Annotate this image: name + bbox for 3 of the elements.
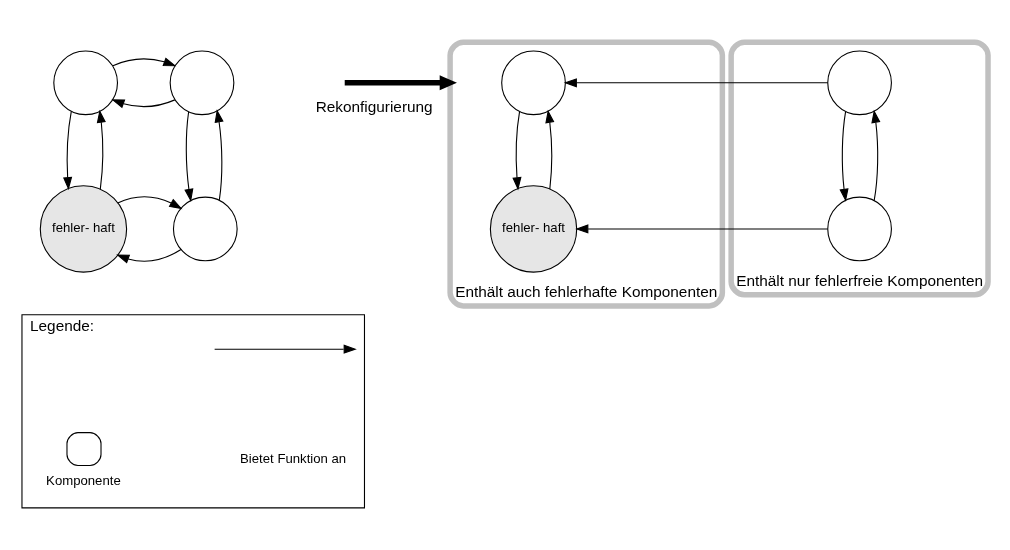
legend-label: Komponente bbox=[46, 472, 121, 488]
edge-label: Rekonfigurierung bbox=[315, 97, 433, 115]
legend-label: Bietet Funktion an bbox=[240, 451, 347, 467]
